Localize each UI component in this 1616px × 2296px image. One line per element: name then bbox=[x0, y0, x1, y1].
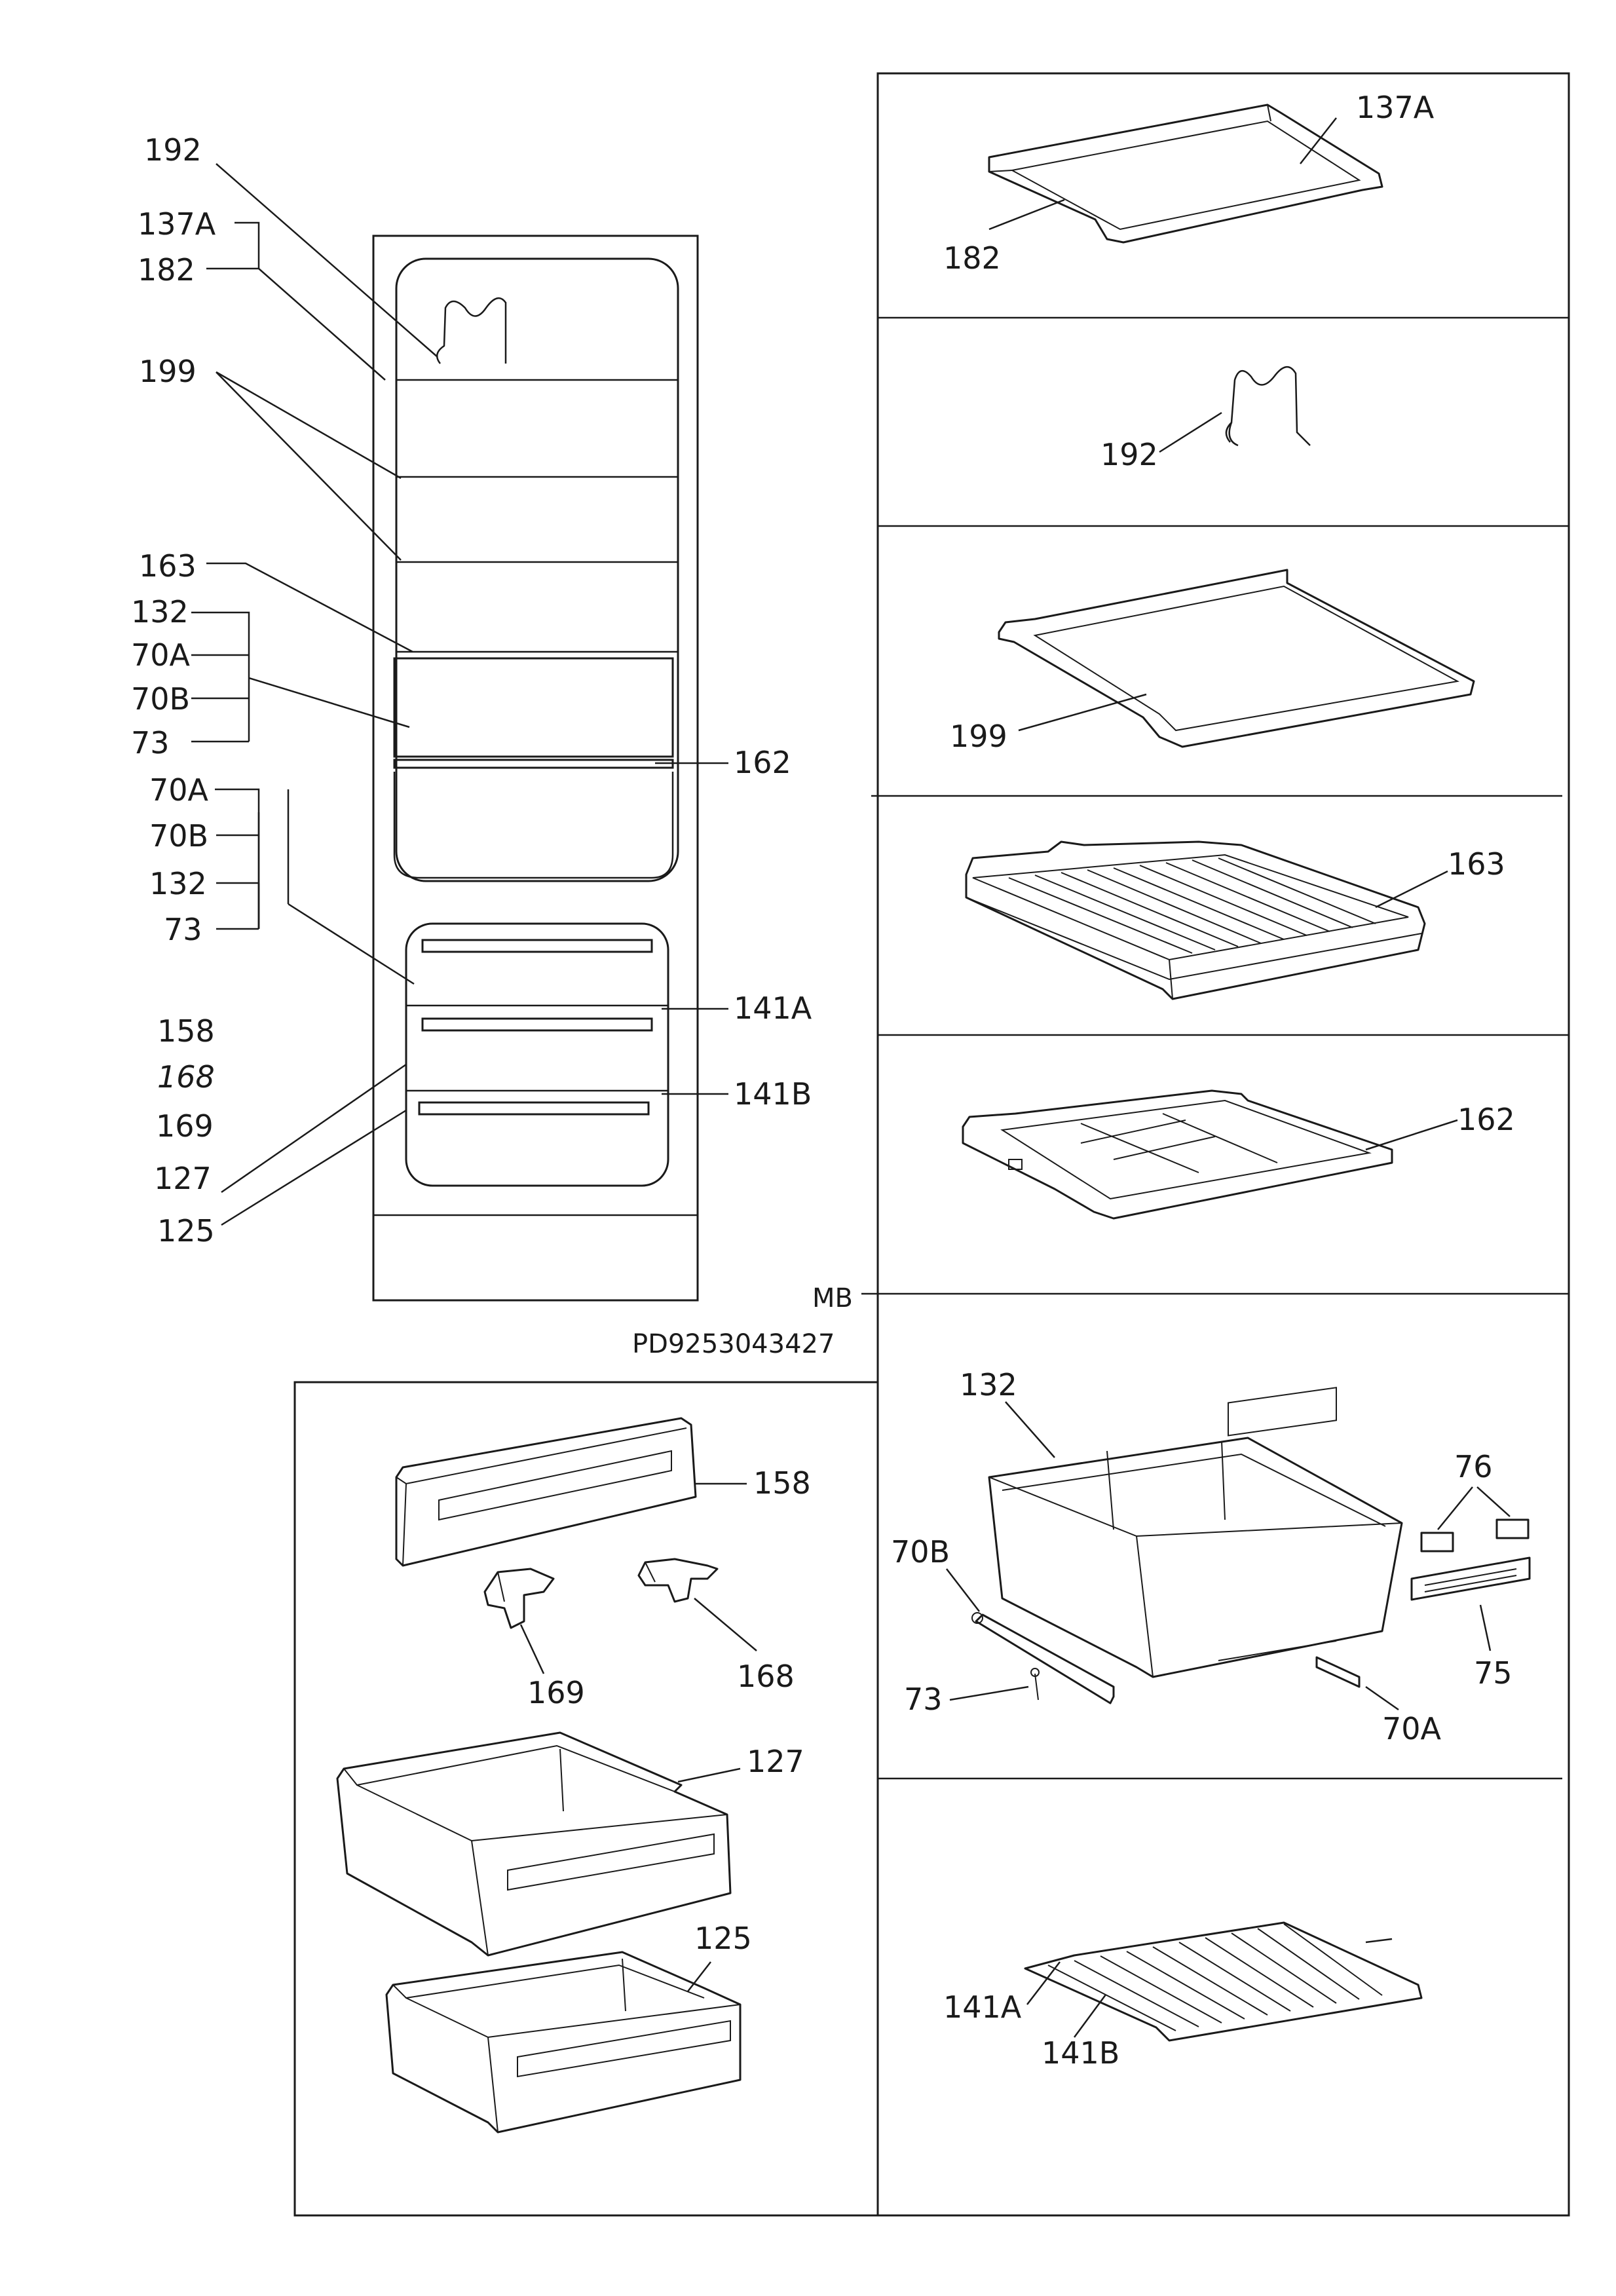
right-panel-frame bbox=[876, 72, 1570, 2217]
label-162-left: 162 bbox=[734, 745, 791, 780]
part-137A-glass-shelf: 137A 182 bbox=[943, 90, 1435, 276]
vent-75 bbox=[1410, 1556, 1531, 1601]
label-125-left: 125 bbox=[157, 1213, 215, 1249]
label-70B-left-b: 70B bbox=[149, 818, 208, 854]
label-163-right: 163 bbox=[1448, 846, 1505, 882]
label-70A-right: 70A bbox=[1382, 1711, 1442, 1746]
label-73-left-a: 73 bbox=[131, 725, 170, 761]
part-192-wire-hook: 192 bbox=[1100, 366, 1311, 472]
freezer-drawer-front-3 bbox=[418, 1101, 650, 1116]
drawing-code: MB bbox=[812, 1283, 853, 1313]
fridge-compartment bbox=[395, 257, 679, 882]
freezer-compartment bbox=[405, 922, 669, 1187]
label-182-left: 182 bbox=[138, 252, 195, 288]
labels-left: 192 137A 182 199 163 132 70A 70B 73 162 … bbox=[131, 132, 853, 1359]
label-127-left: 127 bbox=[154, 1161, 212, 1196]
label-168-bottom: 168 bbox=[737, 1659, 795, 1694]
label-168-left: 168 bbox=[157, 1059, 215, 1095]
freezer-drawer-front-1 bbox=[421, 939, 653, 953]
label-199-right: 199 bbox=[950, 719, 1007, 754]
label-70A-left-a: 70A bbox=[131, 637, 191, 673]
label-132-right: 132 bbox=[960, 1367, 1017, 1402]
part-125-drawer: 125 bbox=[385, 1921, 752, 2134]
part-199-glass-shelf: 199 bbox=[950, 569, 1475, 754]
part-158-drawer-front: 158 bbox=[395, 1417, 811, 1567]
label-169-bottom: 169 bbox=[527, 1675, 585, 1710]
label-127-bottom: 127 bbox=[747, 1744, 804, 1779]
label-182-right: 182 bbox=[943, 240, 1001, 276]
part-141-wire-shelf: 141A 141B bbox=[943, 1921, 1423, 2071]
hook-192-small bbox=[436, 297, 507, 364]
leader-lines-left bbox=[191, 163, 728, 1226]
bottom-left-panel-frame bbox=[293, 1381, 879, 2217]
part-163-grille-shelf: 163 bbox=[965, 840, 1505, 1000]
label-70A-left-b: 70A bbox=[149, 772, 209, 808]
label-141B-right: 141B bbox=[1042, 2035, 1119, 2071]
clip-76-b bbox=[1495, 1518, 1530, 1539]
drawer-132b bbox=[393, 772, 674, 879]
label-169-left: 169 bbox=[156, 1108, 214, 1144]
label-163-left: 163 bbox=[139, 548, 197, 584]
label-125-bottom: 125 bbox=[694, 1921, 752, 1956]
document-id: PD9253043427 bbox=[632, 1329, 835, 1359]
part-132-drawer-assembly: 132 70B 70A 73 76 75 bbox=[891, 1367, 1531, 1746]
grille-ribs bbox=[1008, 857, 1376, 954]
panel-frames bbox=[293, 72, 1570, 2217]
label-141A-left: 141A bbox=[734, 990, 812, 1026]
label-158-left: 158 bbox=[157, 1013, 215, 1049]
label-141B-left: 141B bbox=[734, 1076, 812, 1112]
shelf-162 bbox=[393, 759, 674, 769]
fridge-overview bbox=[372, 235, 699, 1302]
label-141A-right: 141A bbox=[943, 1989, 1022, 2025]
label-158-bottom: 158 bbox=[753, 1465, 811, 1501]
label-192-left: 192 bbox=[144, 132, 202, 168]
label-70B-right: 70B bbox=[891, 1534, 950, 1570]
label-132-left-b: 132 bbox=[149, 866, 207, 901]
label-137A-right: 137A bbox=[1356, 90, 1435, 125]
label-192-right: 192 bbox=[1100, 437, 1158, 472]
label-199-left: 199 bbox=[139, 354, 197, 389]
part-162-shelf-frame: 162 bbox=[962, 1089, 1515, 1220]
drawer-132a bbox=[393, 657, 674, 758]
label-76-right: 76 bbox=[1454, 1449, 1493, 1484]
label-162-right: 162 bbox=[1457, 1102, 1515, 1137]
part-127-drawer: 127 bbox=[336, 1731, 804, 1957]
freezer-drawer-front-2 bbox=[421, 1017, 653, 1032]
fridge-cabinet bbox=[372, 235, 699, 1302]
clip-76-a bbox=[1420, 1532, 1454, 1553]
label-75-right: 75 bbox=[1474, 1655, 1513, 1691]
label-73-right: 73 bbox=[904, 1682, 943, 1717]
part-169-hinge: 169 bbox=[483, 1568, 585, 1710]
label-73-left-b: 73 bbox=[164, 912, 202, 947]
label-70B-left-a: 70B bbox=[131, 681, 190, 717]
label-137A-left: 137A bbox=[138, 206, 216, 242]
part-168-hinge: 168 bbox=[637, 1558, 795, 1694]
label-132-left-a: 132 bbox=[131, 594, 189, 630]
wire-shelf-bars bbox=[1047, 1923, 1383, 2031]
